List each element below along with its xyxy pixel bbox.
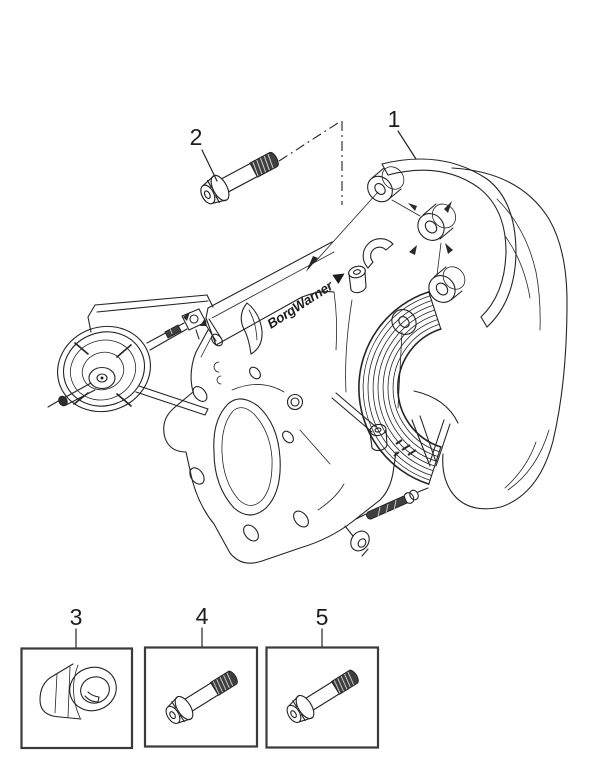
flange-hole <box>293 510 309 528</box>
center-struts <box>331 299 459 467</box>
flange-hole <box>211 333 223 347</box>
projection-lines <box>278 120 379 272</box>
callout-2: 2 <box>190 124 218 182</box>
callout-3-label: 3 <box>70 604 83 630</box>
flange-boss <box>428 266 466 303</box>
callout-4-label: 4 <box>196 603 209 629</box>
bracket-arm: BorgWarner <box>205 241 345 355</box>
callout-5: 5 <box>316 604 329 649</box>
brand-logo-arrow-icon <box>332 273 345 285</box>
plug-drawing <box>39 663 117 720</box>
callout-3: 3 <box>70 604 83 650</box>
bolt-axis-arrow <box>306 256 318 272</box>
turbine-flange-ring <box>367 158 517 335</box>
kidney-opening <box>213 398 281 516</box>
bolt-2-drawing <box>195 145 284 210</box>
callout-1-leader <box>397 130 417 160</box>
part-box-4 <box>143 646 259 748</box>
part-box-4-frame <box>143 646 259 748</box>
wastegate-actuator <box>47 294 222 416</box>
heat-shield-ribs <box>358 291 442 485</box>
part-box-5-frame <box>265 646 380 749</box>
u-slot <box>362 238 394 269</box>
callout-5-label: 5 <box>316 604 329 630</box>
callout-1-label: 1 <box>388 106 401 132</box>
callout-4: 4 <box>196 603 209 649</box>
bolt-axis-line <box>314 191 379 263</box>
stud <box>355 487 429 520</box>
post-boss <box>348 265 367 294</box>
callout-1: 1 <box>388 106 417 160</box>
actuator-rod <box>146 308 222 351</box>
compressor-housing-outline <box>442 167 568 510</box>
flange-hole <box>189 467 205 485</box>
flange-hole <box>243 524 259 542</box>
flange-corner-boss <box>344 525 370 557</box>
flange-boss <box>391 309 417 335</box>
flange-hole <box>249 366 261 380</box>
part-box-3-frame <box>20 647 134 750</box>
mounting-flange <box>163 329 397 564</box>
projection-line-diagonal <box>278 120 342 162</box>
flange-boss <box>408 201 457 255</box>
flange-hole <box>282 430 294 444</box>
flange-hole <box>192 386 208 402</box>
callout-2-label: 2 <box>190 124 203 150</box>
turbo-assembly-drawing: BorgWarner <box>47 158 568 564</box>
part-box-5 <box>265 646 380 749</box>
brand-label: BorgWarner <box>264 278 336 332</box>
part-box-3 <box>20 647 134 750</box>
flange-boss <box>367 166 405 203</box>
callout-2-leader <box>201 149 218 182</box>
